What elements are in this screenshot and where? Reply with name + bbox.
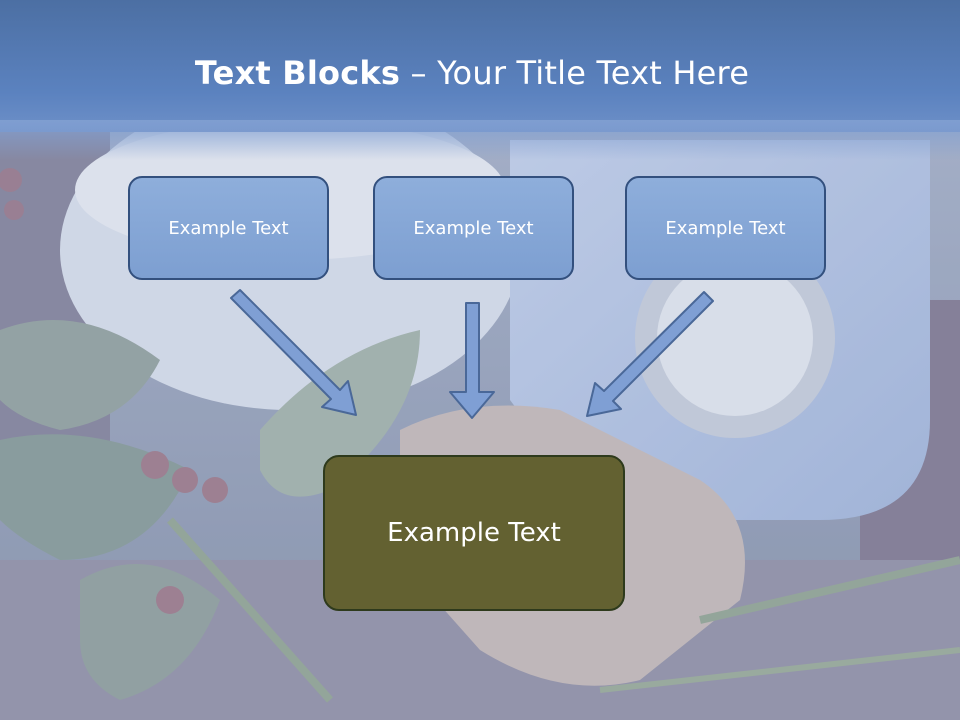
- title-band: [0, 0, 960, 132]
- arrow-center: [449, 302, 495, 419]
- text-block-1-label: Example Text: [168, 217, 289, 239]
- text-block-3[interactable]: Example Text: [625, 176, 826, 280]
- arrow-right: [586, 291, 714, 417]
- slide-title-bold: Text Blocks: [194, 54, 401, 92]
- text-block-1[interactable]: Example Text: [128, 176, 329, 280]
- main-text-block-label: Example Text: [387, 518, 561, 548]
- text-block-2[interactable]: Example Text: [373, 176, 574, 280]
- main-text-block[interactable]: Example Text: [323, 455, 625, 611]
- text-block-3-label: Example Text: [665, 217, 786, 239]
- slide-title: Text Blocks – Your Title Text Here: [0, 54, 944, 92]
- slide-title-rest: Your Title Text Here: [437, 54, 750, 92]
- arrow-left: [230, 289, 357, 416]
- text-block-2-label: Example Text: [413, 217, 534, 239]
- title-fade: [0, 120, 960, 160]
- slide-title-dash: –: [400, 54, 438, 92]
